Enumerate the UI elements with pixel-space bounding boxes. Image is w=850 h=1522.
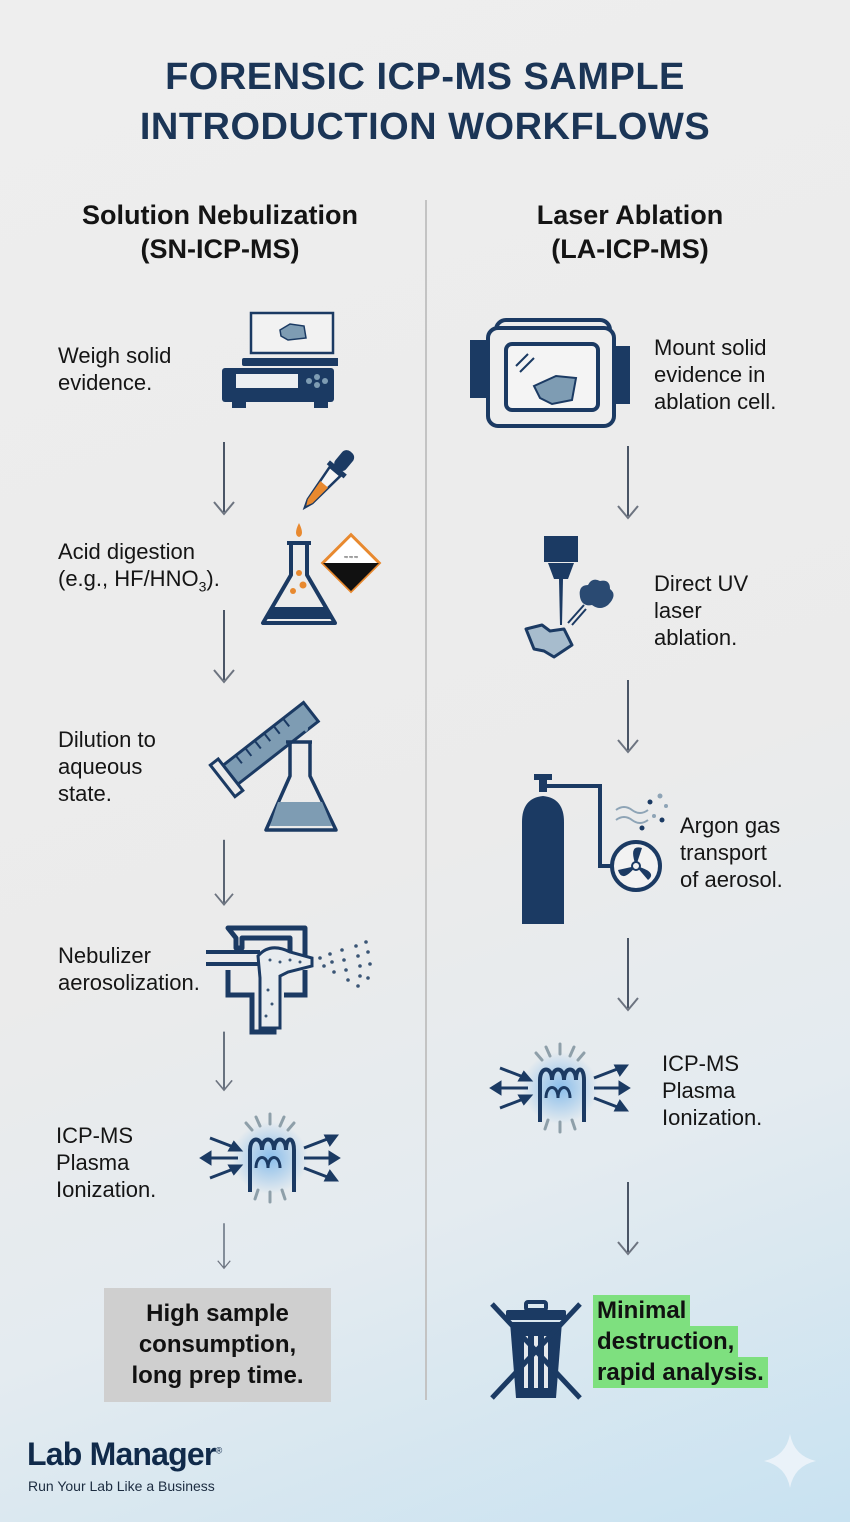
text-line: ablation cell.	[654, 389, 777, 414]
brand-logo: Lab Manager®	[27, 1436, 223, 1473]
registered-mark: ®	[215, 1445, 223, 1456]
text-line: Dilution to	[58, 727, 156, 752]
text-line: laser	[654, 598, 702, 623]
la-step-2-text: Direct UV laser ablation.	[654, 570, 748, 651]
sn-step-3-text: Dilution to aqueous state.	[58, 726, 156, 807]
sn-step-1-text: Weigh solid evidence.	[58, 342, 171, 396]
heading-la-line-2: (LA-ICP-MS)	[551, 234, 709, 264]
argon-cylinder-fan-icon	[522, 774, 668, 924]
brand-tagline: Run Your Lab Like a Business	[28, 1478, 215, 1494]
flow-arrow-icon	[613, 1170, 643, 1270]
text-line: Direct UV	[654, 571, 749, 596]
flow-arrow-icon	[209, 440, 239, 520]
text-line: ICP-MS	[56, 1123, 133, 1148]
text-line: ICP-MS	[662, 1051, 739, 1076]
text-line: High sample	[146, 1300, 289, 1327]
text-line: rapid analysis.	[593, 1357, 768, 1388]
text-line: (e.g., HF/HNO3).	[58, 565, 220, 600]
flow-arrow-icon	[209, 838, 239, 910]
text-line: Minimal	[593, 1295, 691, 1326]
la-step-1-text: Mount solid evidence in ablation cell.	[654, 334, 776, 415]
text-line: Plasma	[56, 1150, 130, 1175]
sn-outcome-box: High sample consumption, long prep time.	[104, 1288, 331, 1402]
flow-arrow-icon	[209, 1222, 239, 1272]
nebulizer-spray-icon	[206, 925, 372, 1035]
sn-step-4-text: Nebulizer aerosolization.	[58, 942, 200, 996]
la-step-4-text: ICP-MS Plasma Ionization.	[662, 1050, 762, 1131]
text-line: aqueous	[58, 754, 143, 779]
plasma-coil-icon	[190, 1108, 350, 1208]
flow-arrow-icon	[613, 936, 643, 1016]
flow-arrow-icon	[613, 444, 643, 524]
column-heading-sn: Solution Nebulization (SN-ICP-MS)	[10, 198, 430, 266]
balance-scale-icon	[222, 311, 338, 408]
graduated-cylinder-pour-icon	[208, 700, 338, 832]
formula-tail: ).	[206, 566, 220, 591]
text-line: ablation.	[654, 625, 738, 650]
subscript: 3	[198, 578, 207, 595]
text-line: evidence.	[58, 370, 153, 395]
text-line: aerosolization.	[58, 970, 200, 995]
laser-ablation-icon	[524, 536, 614, 659]
text-line: transport	[680, 840, 767, 865]
ablation-cell-icon	[470, 318, 630, 428]
plasma-coil-icon	[480, 1038, 640, 1138]
heading-sn-line-1: Solution Nebulization	[82, 200, 358, 230]
flow-arrow-icon	[209, 608, 239, 688]
svg-text:≈≈≈: ≈≈≈	[343, 554, 358, 561]
text-line: Plasma	[662, 1078, 736, 1103]
text-line: of aerosol.	[680, 867, 783, 892]
dropper-flask-corrosive-icon: ≈≈≈	[261, 450, 382, 625]
brand-name: Lab Manager	[27, 1436, 216, 1472]
text-line: Weigh solid	[58, 343, 172, 368]
la-step-3-text: Argon gas transport of aerosol.	[680, 812, 783, 893]
page-title: FORENSIC ICP-MS SAMPLE INTRODUCTION WORK…	[0, 52, 850, 152]
heading-sn-line-2: (SN-ICP-MS)	[140, 234, 300, 264]
text-line: Ionization.	[662, 1105, 763, 1130]
text-line: Ionization.	[56, 1177, 157, 1202]
sn-step-5-text: ICP-MS Plasma Ionization.	[56, 1122, 156, 1203]
text-line: state.	[58, 781, 112, 806]
text-line: Mount solid	[654, 335, 767, 360]
formula-text: (e.g., HF/HNO	[58, 566, 199, 591]
column-heading-la: Laser Ablation (LA-ICP-MS)	[420, 198, 840, 266]
no-waste-bin-icon	[490, 1300, 582, 1400]
sparkle-icon	[764, 1434, 816, 1488]
text-line: destruction,	[593, 1326, 739, 1357]
flow-arrow-icon	[613, 678, 643, 758]
text-line: evidence in	[654, 362, 766, 387]
text-line: Argon gas	[680, 813, 781, 838]
title-line-1: FORENSIC ICP-MS SAMPLE	[165, 56, 685, 98]
flow-arrow-icon	[209, 1030, 239, 1095]
text-line: long prep time.	[131, 1362, 304, 1389]
column-divider	[425, 200, 427, 1400]
text-line: Acid digestion	[58, 539, 195, 564]
title-line-2: INTRODUCTION WORKFLOWS	[139, 106, 711, 148]
sn-step-2-text: Acid digestion (e.g., HF/HNO3).	[58, 538, 220, 600]
text-line: Nebulizer	[58, 943, 151, 968]
heading-la-line-1: Laser Ablation	[536, 200, 724, 230]
text-line: consumption,	[138, 1331, 297, 1358]
la-outcome-highlight: Minimal destruction, rapid analysis.	[593, 1295, 768, 1388]
